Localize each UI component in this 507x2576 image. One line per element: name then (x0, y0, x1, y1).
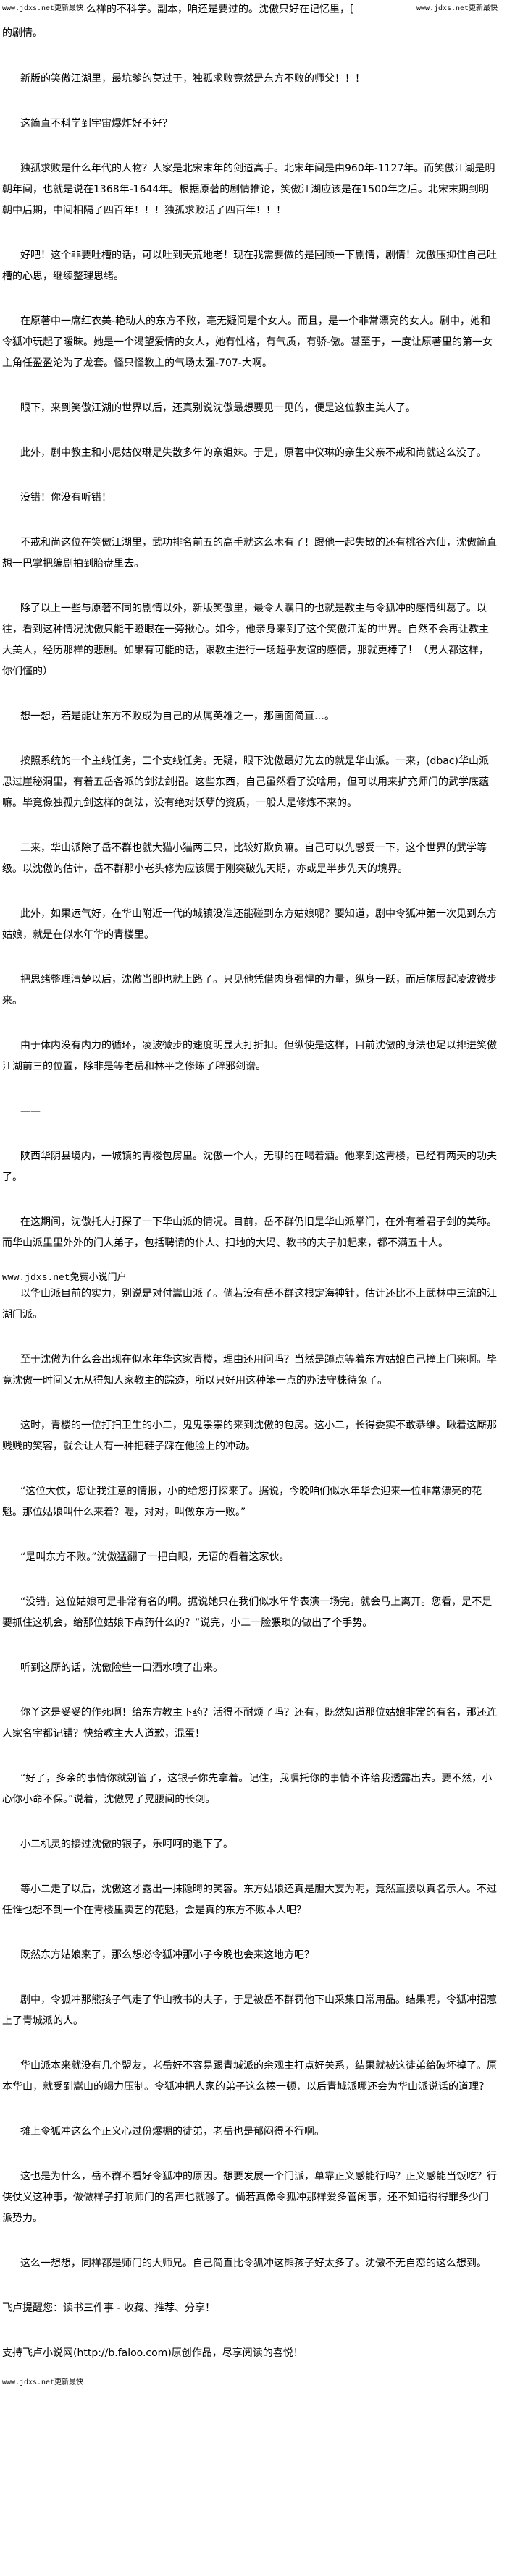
paragraph: 二来，华山派除了岳不群也就大猫小猫两三只，比较好欺负嘛。自己可以先感受一下，这个… (2, 842, 487, 875)
paragraph: 在这期间，沈傲托人打探了一下华山派的情况。目前，岳不群仍旧是华山派掌门，在外有着… (2, 1216, 497, 1249)
paragraph: 此外，如果运气好，在华山附近一代的城镇没准还能碰到东方姑娘呢？要知道，剧中令狐冲… (2, 908, 497, 941)
paragraph: 这简直不科学到宇宙爆炸好不好？ (20, 118, 172, 130)
watermark-right: www.jdxs.net更新最快 (416, 5, 498, 13)
paragraph: 以华山派目前的实力，别说是对付嵩山派了。倘若没有岳不群这根定海神针，估计还比不上… (2, 1288, 497, 1321)
top-continuation: 的剧情。 (2, 27, 43, 39)
paragraph: 新版的笑傲江湖里，最坑爹的莫过于，独孤求败竟然是东方不败的师父！！！ (20, 73, 365, 85)
footer-watermark: www.jdxs.net更新最快 (2, 2379, 84, 2387)
paragraph: “没错，这位姑娘可是非常有名的啊。据说她只在我们似水年华表演一场完，就会马上离开… (2, 1596, 493, 1629)
paragraph: 眼下，来到笑傲江湖的世界以后，还真别说沈傲最想要见一见的，便是这位教主美人了。 (20, 402, 416, 414)
paragraph: 既然东方姑娘来了，那么想必令狐冲那小子今晚也会来这地方吧？ (20, 1949, 314, 1961)
top-line: www.jdxs.net更新最快 么样的不科学。副本，咱还是要过的。沈傲只好在记… (2, 0, 498, 19)
paragraph: 华山派本来就没有几个盟友，老岳好不容易跟青城派的余观主打点好关系，结果就被这徒弟… (2, 2060, 497, 2093)
paragraph: 由于体内没有内力的循环，凌波微步的速度明显大打折扣。但纵使是这样，目前沈傲的身法… (2, 1040, 497, 1072)
paragraph: 想一想，若是能让东方不败成为自己的从属英雄之一，那画面简直…。 (20, 711, 335, 722)
article: www.jdxs.net更新最快 么样的不科学。副本，咱还是要过的。沈傲只好在记… (2, 0, 498, 2389)
paragraph: 你丫这是妥妥的作死啊！给东方教主下药？活得不耐烦了吗？还有，既然知道那位姑娘非常… (2, 1707, 497, 1740)
paragraph: 小二机灵的接过沈傲的银子，乐呵呵的退下了。 (20, 1839, 233, 1850)
paragraph: 剧中，令狐冲那熊孩子气走了华山教书的夫子，于是被岳不群罚他下山采集日常用品。结果… (2, 1994, 497, 2027)
mid-watermark: www.jdxs.net免费小说门户 (2, 1272, 127, 1283)
paragraph: “是叫东方不败。”沈傲猛翻了一把白眼，无语的看着这家伙。 (20, 1551, 290, 1563)
paragraph: 此外，剧中教主和小尼姑仪琳是失散多年的亲姐妹。于是，原著中仪琳的亲生父亲不戒和尚… (20, 447, 487, 459)
paragraph: 这时，青楼的一位打扫卫生的小二，鬼鬼祟祟的来到沈傲的包房。这小二，长得委实不敢恭… (2, 1420, 497, 1452)
footer-reminder: 飞卢提醒您：读书三件事 - 收藏、推荐、分享！ (2, 2302, 215, 2314)
paragraph: 不戒和尚这位在笑傲江湖里，武功排名前五的高手就这么木有了！跟他一起失散的还有桃谷… (2, 537, 497, 569)
paragraph: 至于沈傲为什么会出现在似水年华这家青楼，理由还用问吗？当然是蹲点等着东方姑娘自己… (2, 1354, 497, 1386)
footer: 飞卢提醒您：读书三件事 - 收藏、推荐、分享！ 支持飞卢小说网(http://b… (2, 2298, 498, 2389)
paragraph: 按照系统的一个主线任务，三个支线任务。无疑，眼下沈傲最好先去的就是华山派。一来，… (2, 755, 489, 809)
paragraph: 除了以上一些与原著不同的剧情以外，新版笑傲里，最令人瞩目的也就是教主与令狐冲的感… (2, 603, 489, 677)
paragraph: 在原著中一席红衣美-艳动人的东方不败，毫无疑问是个女人。而且，是一个非常漂亮的女… (2, 315, 493, 369)
paragraph: 陕西华阴县境内，一城镇的青楼包房里。沈傲一个人，无聊的在喝着酒。他来到这青楼，已… (2, 1151, 497, 1183)
paragraph: “这位大侠，您让我注意的情报，小的给您打探来了。据说，今晚咱们似水年华会迎来一位… (2, 1486, 482, 1518)
paragraph: 把思绪整理清楚以后，沈傲当即也就上路了。只见他凭借肉身强悍的力量，纵身一跃，而后… (2, 974, 497, 1007)
paragraph: “好了，多余的事情你就别管了，这银子你先拿着。记住，我嘱托你的事情不许给我透露出… (2, 1773, 493, 1805)
paragraph: 好吧！这个非要吐槽的话，可以吐到天荒地老！现在我需要做的是回顾一下剧情，剧情！沈… (2, 250, 497, 282)
paragraph-list-2: 以华山派目前的实力，别说是对付嵩山派了。倘若没有岳不群这根定海神针，估计还比不上… (2, 1284, 498, 2274)
paragraph: 这也是为什么，岳不群不看好令狐冲的原因。想要发展一个门派，单靠正义感能行吗？正义… (2, 2171, 497, 2224)
paragraph-list: 新版的笑傲江湖里，最坑爹的莫过于，独孤求败竟然是东方不败的师父！！！ 这简直不科学… (2, 69, 498, 1254)
top-line-text: 么样的不科学。副本，咱还是要过的。沈傲只好在记忆里，[ (86, 4, 354, 15)
paragraph: 听到这厮的话，沈傲险些一口酒水喷了出来。 (20, 1662, 223, 1674)
paragraph: 这么一想想，同样都是师门的大师兄。自己简直比令狐冲这熊孩子好太多了。沈傲不无自恋… (20, 2258, 487, 2269)
paragraph: 没错！你没有听错！ (20, 492, 112, 504)
watermark-left: www.jdxs.net更新最快 (2, 5, 84, 13)
paragraph: —— (20, 1106, 41, 1117)
footer-support: 支持飞卢小说网(http://b.faloo.com)原创作品，尽享阅读的喜悦！ (2, 2347, 303, 2359)
paragraph: 独孤求败是什么年代的人物？人家是北宋末年的剑道高手。北宋年间是由960年-112… (2, 163, 495, 216)
paragraph: 等小二走了以后，沈傲这才露出一抹隐晦的笑容。东方姑娘还真是胆大妄为呢，竟然直接以… (2, 1884, 497, 1916)
paragraph: 摊上令狐冲这么个正义心过份爆棚的徒弟，老岳也是郁闷得不行啊。 (20, 2126, 324, 2138)
